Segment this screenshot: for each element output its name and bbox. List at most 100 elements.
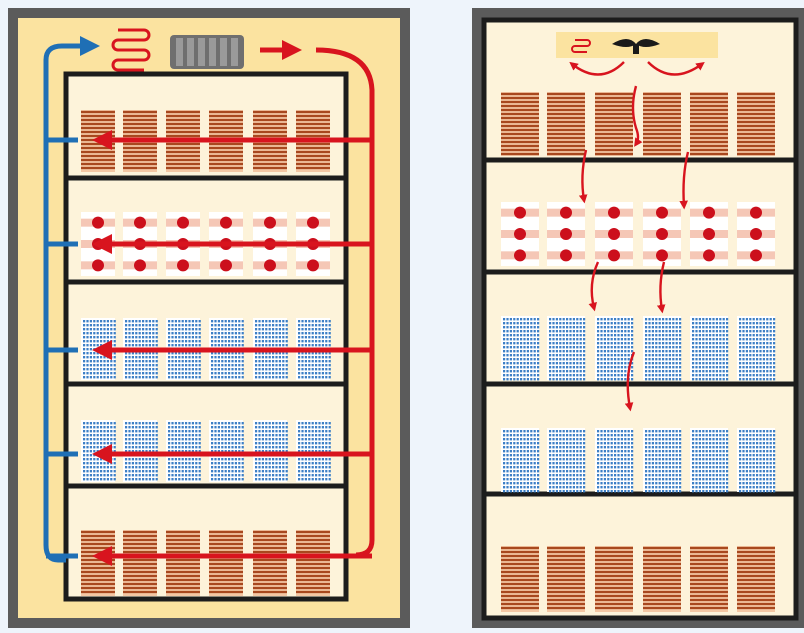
rack-cell [537, 378, 540, 381]
rack-cell [131, 470, 134, 473]
rack-cell [627, 458, 630, 461]
rack-cell [698, 454, 701, 457]
rack-cell [308, 356, 311, 359]
rack-cell [773, 462, 776, 465]
rack-cell [128, 442, 131, 445]
rack-cell [742, 346, 745, 349]
rack-cell [569, 478, 572, 481]
rack-cell [583, 434, 586, 437]
rack-cell [662, 342, 665, 345]
rack-cell [655, 334, 658, 337]
rack-cell [142, 446, 145, 449]
rack-cell [597, 434, 600, 437]
rack-cell [265, 332, 268, 335]
rack-cell [600, 354, 603, 357]
rack-cell [749, 454, 752, 457]
rack-cell [142, 344, 145, 347]
rack-cell [549, 450, 552, 453]
rack-cell [83, 474, 86, 477]
rack-cell [624, 446, 627, 449]
rack-cell [100, 340, 103, 343]
rack-cell [692, 486, 695, 489]
rack-cell [672, 482, 675, 485]
rack-cell [304, 360, 307, 363]
rack-cell [559, 318, 562, 321]
rack-cell [607, 330, 610, 333]
rack-cell [285, 462, 288, 465]
rack-cell [275, 462, 278, 465]
rack-cell [318, 434, 321, 437]
rack-cell [526, 462, 529, 465]
rack-cell [614, 378, 617, 381]
rack-cell [178, 462, 181, 465]
rack-cell [610, 370, 613, 373]
rack-cell [675, 478, 678, 481]
rack-cell [600, 454, 603, 457]
rack-cell [178, 446, 181, 449]
rack-cell [113, 446, 116, 449]
rack-cell [135, 474, 138, 477]
rack-cell [705, 490, 708, 493]
rack-cell [739, 442, 742, 445]
rack-cell [620, 370, 623, 373]
rack-cell [110, 474, 113, 477]
rack-cell [188, 478, 191, 481]
rack-cell [198, 352, 201, 355]
rack-cell [308, 372, 311, 375]
rack-cell [722, 338, 725, 341]
rack-cell [304, 434, 307, 437]
rack-cell [712, 318, 715, 321]
rack-cell [569, 462, 572, 465]
rack-cell [520, 446, 523, 449]
rack-cell [668, 482, 671, 485]
rack-cell [191, 352, 194, 355]
rack-cell [128, 450, 131, 453]
rack-cell [503, 334, 506, 337]
rack-cell [272, 422, 275, 425]
rack-cell [579, 370, 582, 373]
rack-cell [614, 342, 617, 345]
rack-cell [576, 434, 579, 437]
rack-cell [705, 322, 708, 325]
rack-cell [100, 442, 103, 445]
rack-cell [607, 358, 610, 361]
rack-cell [86, 320, 89, 323]
rack-cell [579, 478, 582, 481]
rack-cell [756, 366, 759, 369]
rack-cell [726, 378, 729, 381]
rack-cell [705, 334, 708, 337]
rack-cell [766, 358, 769, 361]
rack-cell [315, 368, 318, 371]
rack-cell [301, 450, 304, 453]
rack-cell [328, 434, 331, 437]
rack-cell [152, 372, 155, 375]
rack-cell [315, 426, 318, 429]
rack-cell [125, 426, 128, 429]
rack-cell [110, 364, 113, 367]
rack-cell [698, 466, 701, 469]
rack-cell [655, 434, 658, 437]
rack-cell [278, 478, 281, 481]
rack-cell [745, 458, 748, 461]
rack-cell [258, 368, 261, 371]
rack-cell [645, 330, 648, 333]
rack-cell [762, 318, 765, 321]
rack-cell [537, 482, 540, 485]
rack-cell [106, 446, 109, 449]
rack-cell [138, 466, 141, 469]
rack-cell [241, 376, 244, 379]
rack-cell [321, 446, 324, 449]
rack-cell [705, 446, 708, 449]
rack-cell [285, 320, 288, 323]
rack-cell [712, 466, 715, 469]
rack-cell [709, 442, 712, 445]
rack-cell [566, 370, 569, 373]
rack-cell [698, 450, 701, 453]
rack-cell [191, 434, 194, 437]
rack-cell [665, 326, 668, 329]
rack-cell [265, 474, 268, 477]
rack-cell [766, 322, 769, 325]
rack-cell [668, 462, 671, 465]
rack-cell [766, 470, 769, 473]
rack-cell [272, 430, 275, 433]
